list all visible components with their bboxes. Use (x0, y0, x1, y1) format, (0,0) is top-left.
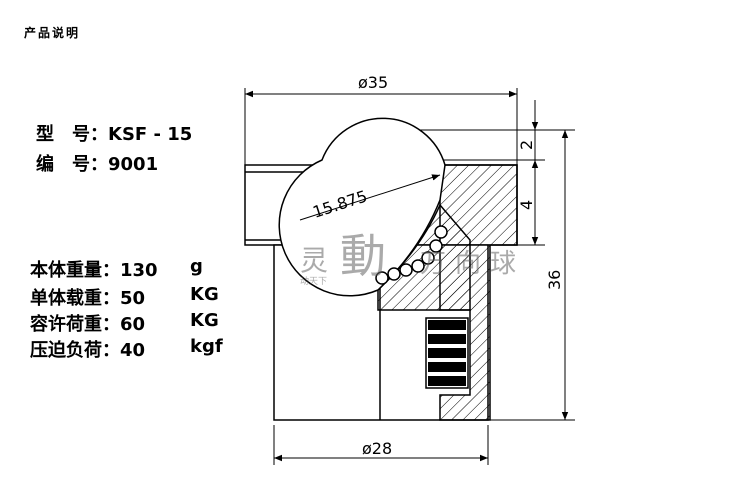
spec-value: 60 (120, 314, 146, 335)
spec-value: 130 (120, 260, 158, 281)
dim-top-width: ø35 (358, 73, 388, 92)
number-value: 9001 (108, 154, 159, 175)
dimension-lines (245, 90, 569, 462)
spec-row-load: 单体载重：50 KG (30, 284, 219, 310)
radius-leader (299, 174, 441, 221)
spec-label: 单体载重： (30, 288, 120, 309)
spec-row-weight: 本体重量：130 g (30, 256, 203, 282)
spec-value: 50 (120, 288, 146, 309)
model-value: KSF - 15 (108, 124, 193, 145)
spec-row-compression: 压迫负荷：40 kgf (30, 336, 223, 362)
dim-top-gap: 2 (517, 140, 536, 150)
watermark: 灵 動 万 向 球 动天下 (300, 229, 516, 287)
model-label: 型 号： (36, 124, 108, 145)
spec-label: 本体重量： (30, 260, 120, 281)
svg-text:向: 向 (455, 249, 481, 279)
svg-text:動: 動 (340, 229, 386, 283)
section-title: 产品说明 (24, 26, 81, 40)
dim-height: 36 (545, 270, 564, 290)
spec-value: 40 (120, 340, 146, 361)
spec-unit: g (190, 256, 203, 277)
dim-bottom-width: ø28 (362, 439, 392, 458)
spring (425, 317, 469, 389)
number-row: 编 号：9001 (36, 150, 158, 176)
spec-row-allowable: 容许荷重：60 KG (30, 310, 219, 336)
model-row: 型 号：KSF - 15 (36, 120, 192, 146)
spec-label: 容许荷重： (30, 314, 120, 335)
dim-upper-section: 4 (517, 200, 536, 210)
svg-text:球: 球 (490, 249, 516, 279)
support-balls (375, 225, 448, 285)
svg-text:万: 万 (420, 249, 446, 279)
spec-unit: kgf (190, 336, 223, 357)
spec-label: 压迫负荷： (30, 340, 120, 361)
spec-unit: KG (190, 284, 219, 305)
svg-text:灵: 灵 (300, 244, 328, 277)
spec-unit: KG (190, 310, 219, 331)
number-label: 编 号： (36, 154, 108, 175)
svg-text:动天下: 动天下 (300, 276, 327, 287)
